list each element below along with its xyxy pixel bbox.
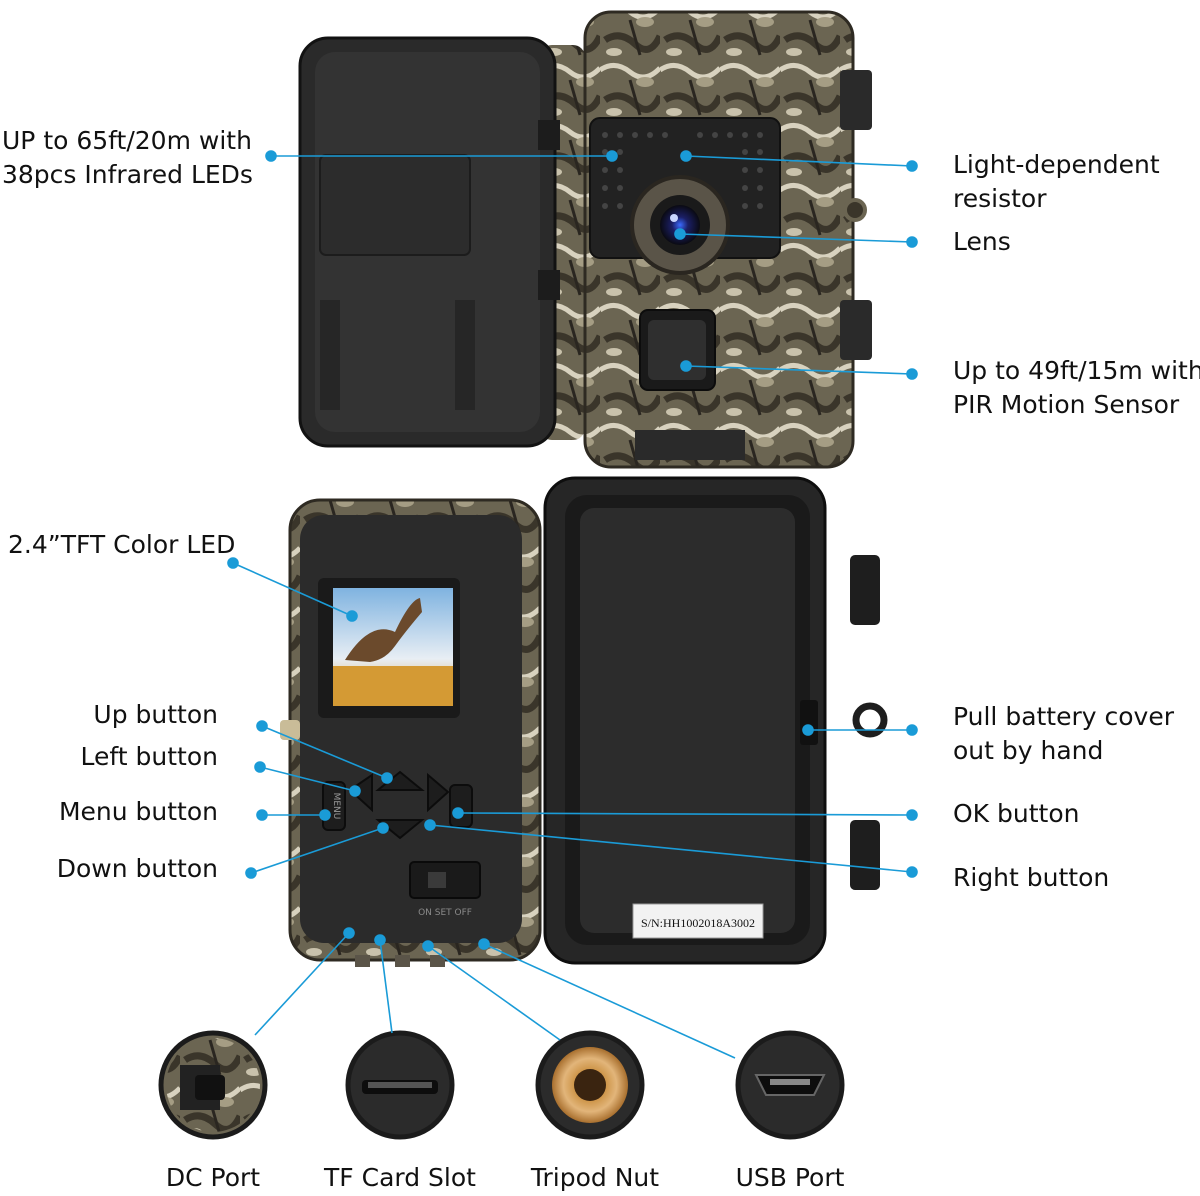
- tf-card-slot-detail: [345, 1030, 455, 1140]
- up-button-label: Up button: [93, 700, 218, 729]
- switch-positions-label: ON SET OFF: [418, 908, 472, 918]
- tf-card-slot-label: TF Card Slot: [324, 1163, 476, 1192]
- dc-port-detail: [158, 1030, 268, 1140]
- callout-lines: [227, 150, 918, 1059]
- usb-port-detail: [735, 1030, 845, 1140]
- pir-sensor-label: Up to 49ft/15m with PIR Motion Sensor: [953, 356, 1200, 419]
- tripod-nut-label: Tripod Nut: [530, 1163, 660, 1192]
- tft-screen-label: 2.4”TFT Color LED: [8, 530, 236, 559]
- menu-key-label: MENU: [331, 793, 341, 820]
- down-button-label: Down button: [56, 854, 218, 883]
- infrared-led-array: [602, 132, 763, 209]
- ok-button-label: OK button: [953, 799, 1080, 828]
- menu-button-label: Menu button: [58, 797, 218, 826]
- camera-back-view: [298, 36, 585, 448]
- ldr-label: Light-dependent resistor: [953, 150, 1160, 213]
- serial-sticker: [632, 903, 764, 939]
- usb-port-label: USB Port: [735, 1163, 845, 1192]
- battery-cover-label: Pull battery cover out by hand: [953, 702, 1175, 765]
- tft-screen: [333, 588, 453, 706]
- dc-port-icon: [195, 1075, 225, 1100]
- lens-label: Lens: [953, 227, 1011, 256]
- camera-front-view: [583, 10, 872, 469]
- left-button-label: Left button: [80, 742, 218, 771]
- serial-number: S/N:HH1002018A3002: [641, 916, 755, 930]
- ir-leds-label: UP to 65ft/20m with 38pcs Infrared LEDs: [2, 126, 253, 189]
- dc-port-label: DC Port: [165, 1163, 261, 1192]
- camera-open-back-cover: S/N:HH1002018A3002: [543, 476, 888, 965]
- camera-open-front-panel: MENU ON SET OFF: [280, 498, 542, 967]
- tripod-nut-detail: [535, 1030, 645, 1140]
- right-button-label: Right button: [953, 863, 1110, 892]
